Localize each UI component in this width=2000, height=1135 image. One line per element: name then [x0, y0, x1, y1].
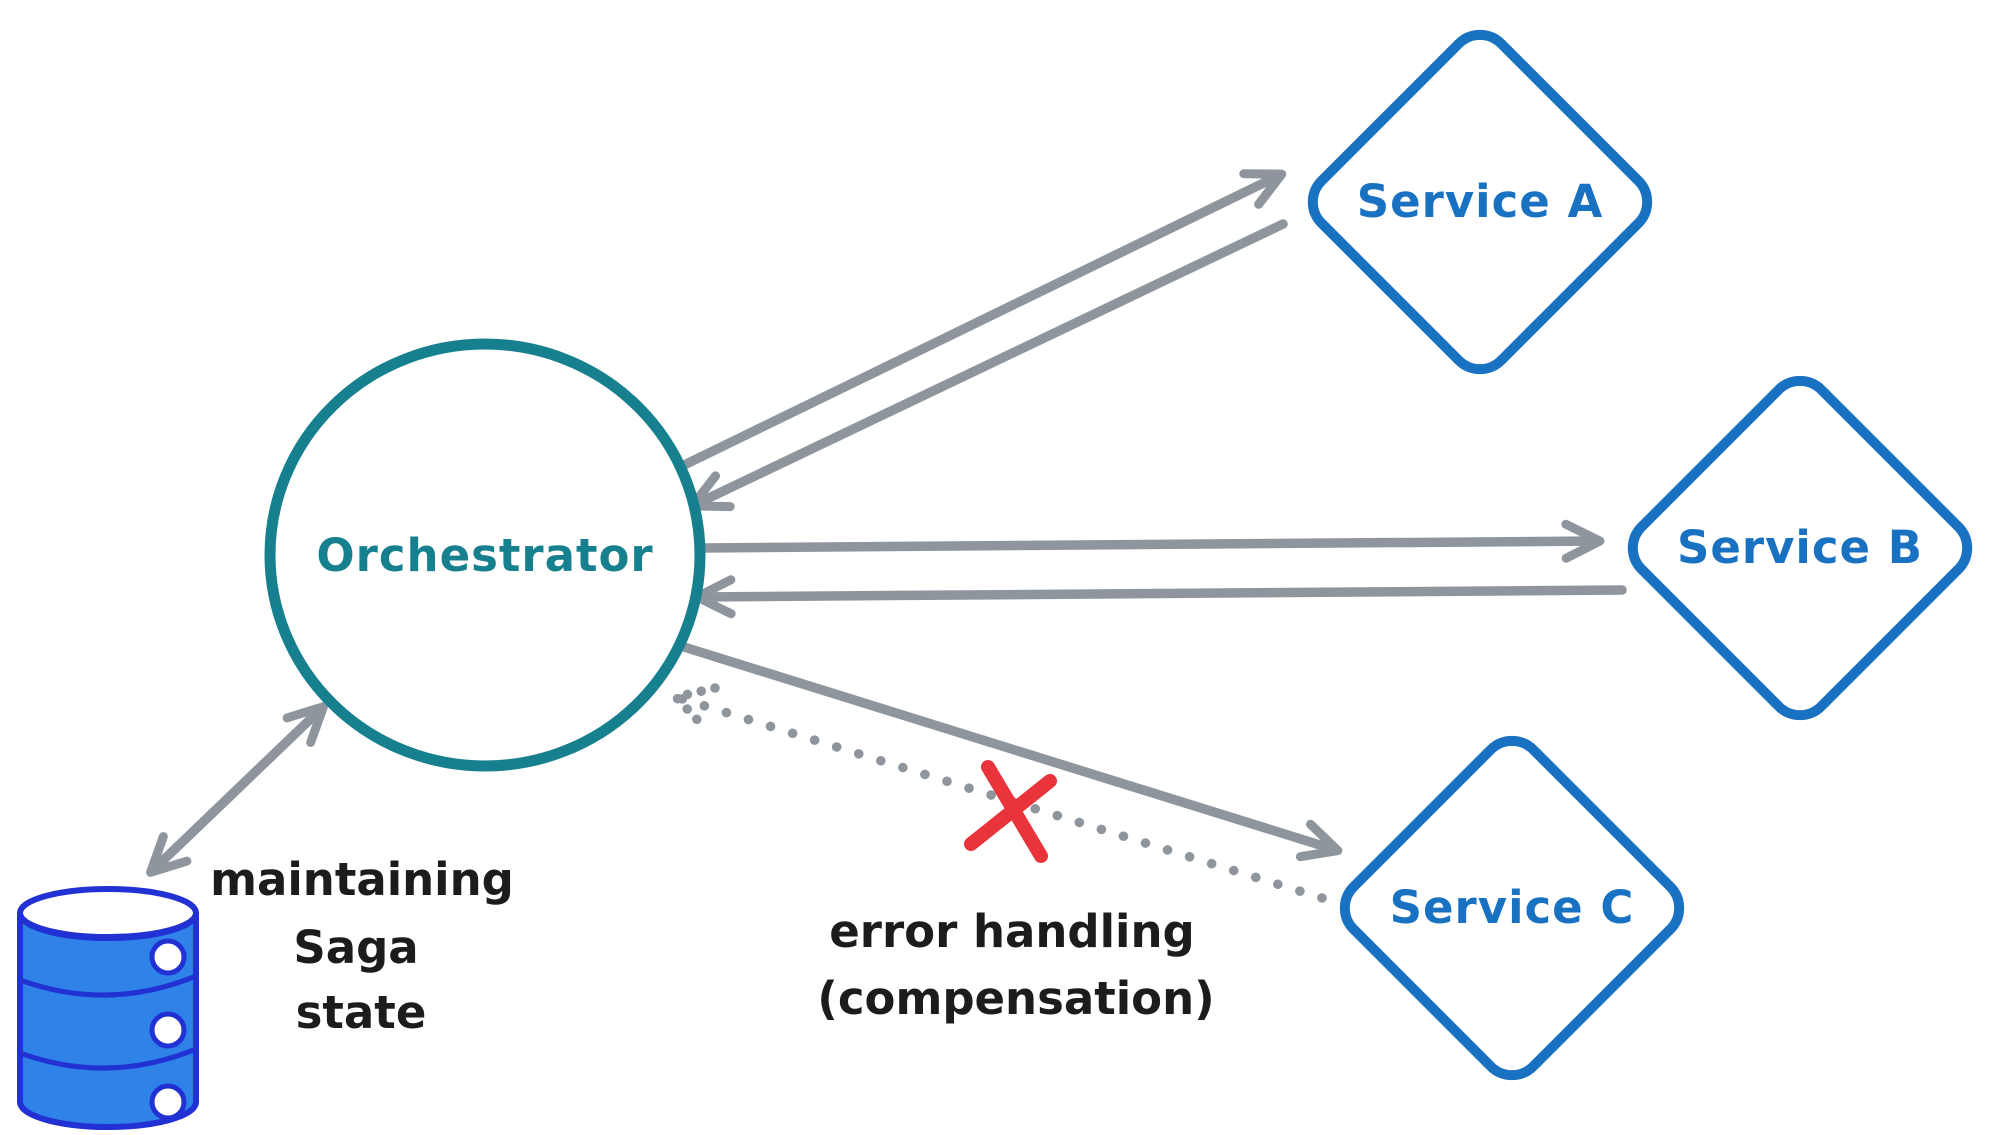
failure-x-icon	[964, 760, 1057, 863]
db-top-ellipse	[17, 886, 199, 940]
error-note-line-1: error handling	[829, 905, 1194, 958]
db-band-separator-1	[19, 973, 197, 998]
error-handling-note: error handling (compensation)	[817, 905, 1214, 1025]
arrow-orchestrator-to-service-b	[695, 519, 1605, 563]
saga-note-line-2: Saga	[293, 921, 418, 974]
orchestrator-node: Orchestrator	[264, 338, 706, 772]
service-a-diamond	[1307, 29, 1653, 375]
service-a-node: Service A	[1307, 29, 1653, 375]
error-note-line-2: (compensation)	[817, 972, 1214, 1025]
dotted-line	[671, 692, 1327, 903]
orchestrator-label: Orchestrator	[316, 529, 653, 582]
database-icon	[17, 886, 199, 1130]
saga-note-line-1: maintaining	[210, 853, 514, 906]
service-b-label: Service B	[1677, 521, 1923, 574]
saga-state-note: maintaining Saga state	[210, 853, 514, 1039]
arrow-orchestrator-to-database	[146, 702, 328, 877]
arrow-orchestrator-to-service-c	[679, 642, 1343, 862]
db-hole-2	[149, 1011, 187, 1049]
service-b-node: Service B	[1627, 375, 1973, 721]
service-c-label: Service C	[1390, 881, 1635, 934]
arrow-service-a-to-orchestrator	[687, 219, 1288, 512]
db-hole-3	[149, 1083, 187, 1121]
arrow-service-b-to-orchestrator	[692, 575, 1627, 619]
service-b-diamond	[1627, 375, 1973, 721]
db-band-separator-2	[19, 1046, 197, 1071]
arrow-service-c-to-orchestrator-dotted	[671, 683, 1327, 903]
x-stroke-2	[964, 774, 1057, 851]
orchestrator-circle	[264, 338, 706, 772]
service-c-node: Service C	[1339, 735, 1685, 1081]
saga-note-line-3: state	[296, 986, 427, 1039]
db-hole-1	[149, 938, 187, 976]
service-a-label: Service A	[1357, 175, 1604, 228]
dotted-arrowhead-icon	[671, 683, 720, 731]
arrow-orchestrator-to-service-a	[671, 169, 1287, 474]
service-c-diamond	[1339, 735, 1685, 1081]
